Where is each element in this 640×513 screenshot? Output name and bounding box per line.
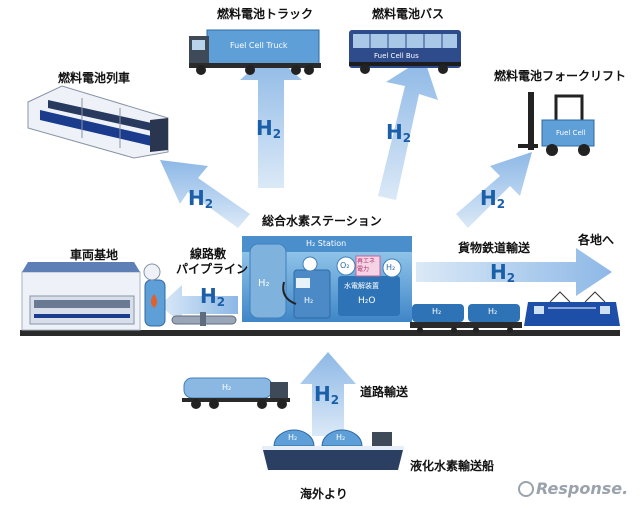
station-tank-label: H₂ <box>258 278 270 289</box>
locomotive <box>524 291 620 326</box>
h2-label-freight: H2 <box>490 260 516 285</box>
label-truck: 燃料電池トラック <box>217 7 314 21</box>
label-pipeline-line1: 線路敷 <box>190 247 227 261</box>
label-forklift: 燃料電池フォークリフト <box>494 69 627 83</box>
h2-label-road: H2 <box>314 382 340 407</box>
h2-label-forklift: H2 <box>480 186 506 211</box>
arrow-to-depot <box>160 285 238 325</box>
renewable-power: 再エネ電力 <box>357 258 376 273</box>
h2-label-bus: H2 <box>386 120 412 145</box>
station-sign: H₂ Station <box>306 239 347 248</box>
label-pipeline-line2: パイプライン <box>176 262 249 276</box>
h2o-label: H₂O <box>358 296 376 306</box>
rail-pipeline <box>171 312 237 326</box>
arrow-to-bus <box>378 58 438 200</box>
fuel-cell-truck <box>189 29 321 75</box>
bus-side-text: Fuel Cell Bus <box>374 52 419 60</box>
fuel-cell-train <box>27 85 169 159</box>
liquid-hydrogen-ship <box>262 429 404 470</box>
watermark-mark <box>518 481 534 497</box>
arrow-to-truck <box>240 52 302 188</box>
label-ship: 液化水素輸送船 <box>410 459 495 473</box>
h2-label-truck: H2 <box>256 116 282 141</box>
label-everywhere: 各地へ <box>578 233 615 247</box>
arrow-to-train <box>160 160 250 228</box>
h2-bubble: H₂ <box>386 263 396 272</box>
electrolyzer-label: 水電解装置 <box>344 282 379 290</box>
o2-bubble: O₂ <box>340 261 350 270</box>
label-train: 燃料電池列車 <box>58 71 131 85</box>
tank-lorry <box>182 377 290 409</box>
hydrogen-station <box>242 236 412 322</box>
dispenser-label: H₂ <box>304 296 314 305</box>
h2-label-pipeline: H2 <box>200 284 226 309</box>
sphere-b-label: H₂ <box>336 433 346 442</box>
fuel-cell-forklift <box>518 92 595 156</box>
hydrogen-tank <box>143 263 166 327</box>
railway-track <box>20 330 620 336</box>
label-bus: 燃料電池バス <box>372 7 445 21</box>
label-depot: 車両基地 <box>70 248 119 262</box>
label-overseas: 海外より <box>300 487 348 501</box>
label-station: 総合水素ステーション <box>262 214 382 228</box>
h2-label-train: H2 <box>188 186 214 211</box>
vehicle-depot <box>21 262 141 331</box>
wagon-a-label: H₂ <box>432 307 442 316</box>
label-road: 道路輸送 <box>360 385 409 399</box>
lorry-label: H₂ <box>222 383 232 392</box>
truck-side-text: Fuel Cell Truck <box>230 41 288 50</box>
arrow-to-forklift <box>456 152 532 228</box>
wagon-b-label: H₂ <box>488 307 498 316</box>
freight-tank-wagons <box>410 304 522 333</box>
fuel-cell-bus <box>349 30 461 74</box>
arrow-road <box>300 352 356 436</box>
forklift-side-text: Fuel Cell <box>556 129 586 137</box>
sphere-a-label: H₂ <box>288 433 298 442</box>
arrow-freight <box>416 248 612 296</box>
watermark-text: Response. <box>536 479 629 498</box>
label-freight: 貨物鉄道輸送 <box>458 241 531 255</box>
